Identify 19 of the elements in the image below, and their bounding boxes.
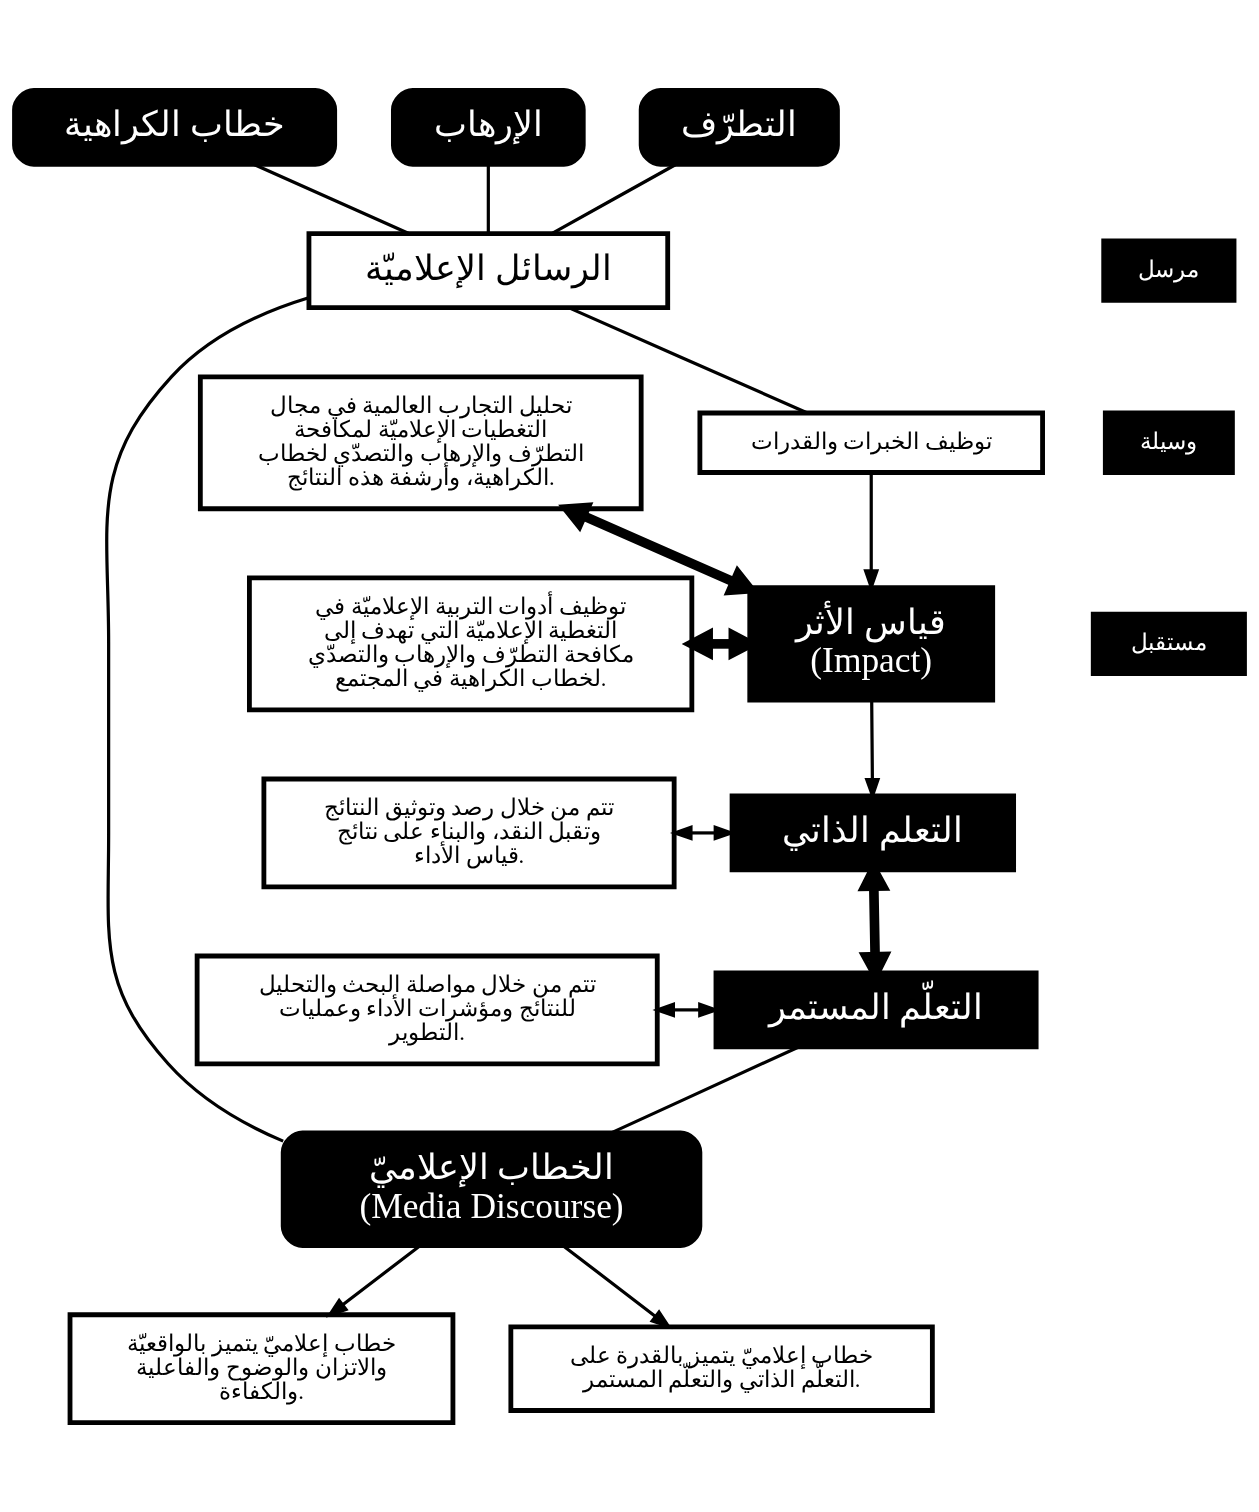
node-box: التعلم الذاتي — [729, 793, 1017, 872]
node-box: توظيف الخبرات والقدرات — [697, 410, 1045, 475]
node-box: خطاب إعلاميّ يتميز بالواقعيّة والاتزان والوضوح والفاعلية والكفاءة. — [67, 1311, 456, 1425]
node-box: تتم من خلال مواصلة البحث والتحليل للنتائج ومؤشرات الأداء وعمليات التطوير. — [194, 953, 660, 1066]
node-box: وسيلة — [1102, 410, 1235, 475]
node-box: مرسل — [1101, 237, 1237, 303]
node-box: التعلّم المستمر — [713, 969, 1039, 1049]
node-box: مستقبل — [1090, 611, 1247, 676]
connector — [486, 164, 490, 234]
connector — [567, 305, 808, 414]
node-box: الرسائل الإعلاميّة — [306, 230, 671, 310]
node-box: الإرهاب — [391, 87, 586, 167]
node-box: خطاب الكراهية — [12, 87, 338, 167]
node-box: خطاب إعلاميّ يتميز بالقدرة على التعلّم الذاتي والتعلّم المستمر. — [508, 1323, 935, 1413]
node-box: التطرّف — [638, 87, 840, 167]
connector — [105, 295, 310, 1143]
node-box: تحليل التجارب العالمية في مجال التغطيات الإعلاميّة لمكافحة التطرّف والإرهاب والتصدّي لخطاب الكراهية، وأرشفة هذه النتائج. — [197, 373, 644, 511]
node-box: تتم من خلال رصد وتوثيق النتائج وتقبل النقد، والبناء على نتائج قياس الأداء. — [261, 776, 677, 889]
node-box: توظيف أدوات التربية الإعلاميّة في التغطية الإعلاميّة التي تهدف إلى مكافحة التطرّف والإرهاب والتصدّي لخطاب الكراهية في المجتمع. — [247, 575, 695, 712]
